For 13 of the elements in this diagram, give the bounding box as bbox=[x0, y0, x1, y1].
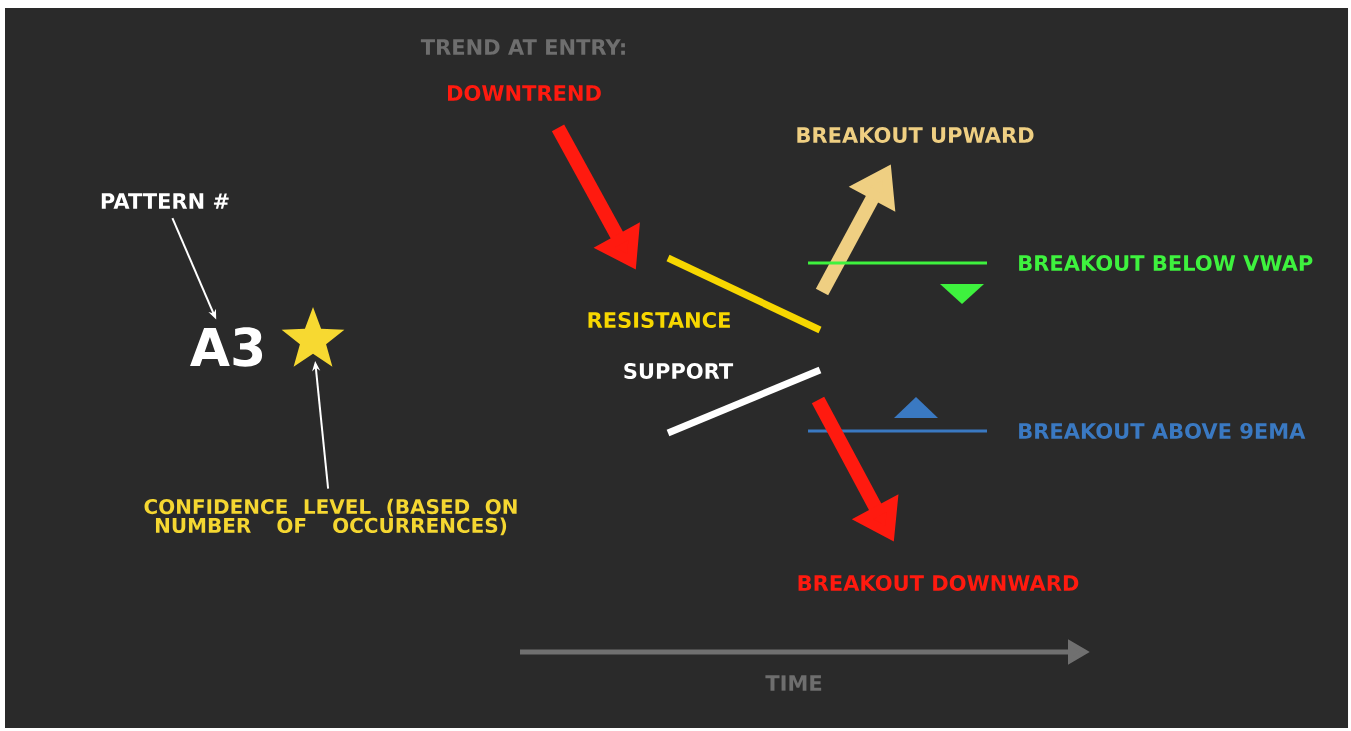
line-label: RESISTANCE bbox=[588, 312, 730, 328]
pattern-label: PATTERN # bbox=[101, 193, 229, 209]
heading: TREND AT ENTRY: bbox=[420, 39, 625, 55]
breakout-label: BREAKOUT DOWNWARD bbox=[798, 575, 1079, 591]
confidence-label: CONFIDENCE LEVEL (BASED ON NUMBER OF OCCURRENCES) bbox=[144, 498, 517, 536]
breakout-label: BREAKOUT UPWARD bbox=[797, 127, 1034, 143]
axis-label: TIME bbox=[765, 675, 822, 691]
line-label: SUPPORT bbox=[624, 363, 734, 379]
breakout-label: BREAKOUT ABOVE 9EMA bbox=[1019, 423, 1306, 439]
breakout-label: BREAKOUT BELOW VWAP bbox=[1019, 255, 1313, 271]
star-icon bbox=[281, 307, 345, 367]
trend-label: DOWNTREND bbox=[448, 85, 601, 101]
pattern-code: A3 bbox=[190, 327, 263, 367]
